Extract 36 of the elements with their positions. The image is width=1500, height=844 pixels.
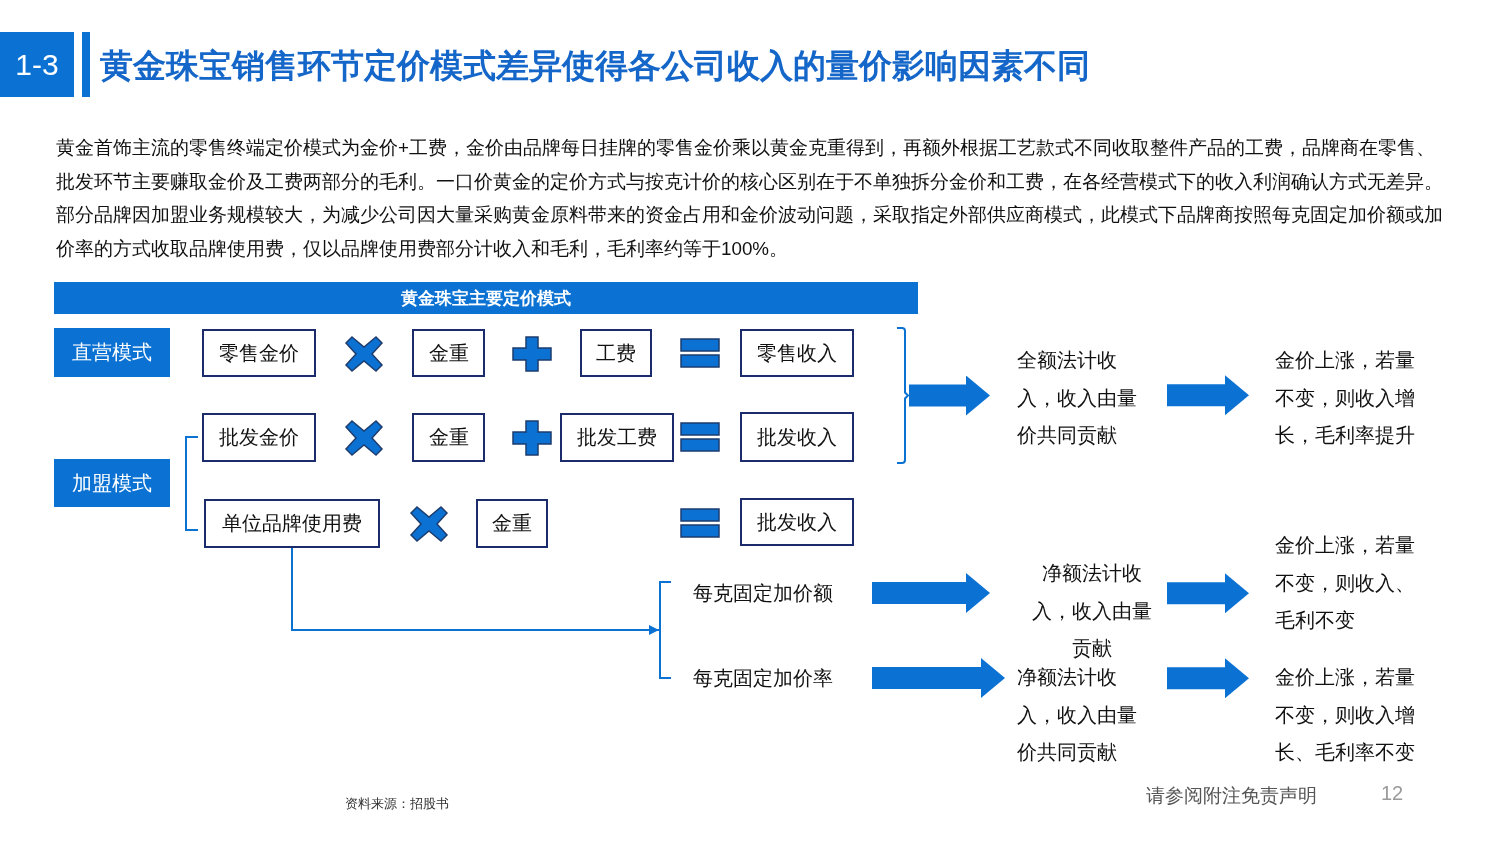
block-arrow — [872, 658, 1005, 698]
term-box: 金重 — [476, 499, 548, 548]
description-text: 金价上涨，若量不变，则收入增长、毛利率不变 — [1275, 659, 1416, 772]
bracket — [659, 581, 671, 679]
arrow — [291, 547, 660, 635]
description-text: 每克固定加价率 — [693, 663, 834, 693]
disclaimer-text: 请参阅附注免责声明 — [1146, 784, 1317, 808]
header-band: 黄金珠宝主要定价模式 — [54, 282, 918, 314]
section-number-badge: 1-3 — [0, 32, 74, 97]
page-number: 12 — [1381, 781, 1404, 805]
category-box: 加盟模式 — [54, 459, 170, 507]
block-arrow — [872, 573, 990, 613]
term-box: 批发收入 — [740, 412, 854, 462]
title: 黄金珠宝销售环节定价模式差异使得各公司收入的量价影响因素不同 — [100, 46, 1090, 86]
source-note: 资料来源：招股书 — [345, 795, 449, 813]
term-box: 零售收入 — [740, 329, 854, 377]
block-arrow — [1167, 573, 1249, 614]
block-arrow — [1167, 375, 1249, 416]
paragraph: 黄金首饰主流的零售终端定价模式为金价+工费，金价由品牌每日挂牌的零售金价乘以黄金克重得到，再额外根据工艺款式不同收取整件产品的工费，品牌商在零售、批发环节主要赚取金价及工费两部分的毛利。一口价黄金的定价方式与按克计价的核心区别在于不单独拆分金价和工费，在各经营模式下的收入利润确认方式无差异。 — [56, 136, 1444, 194]
block-arrow — [1167, 658, 1249, 699]
term-box: 零售金价 — [202, 329, 316, 377]
term-box: 金重 — [412, 329, 485, 377]
block-arrow — [909, 375, 990, 416]
description-text: 金价上涨，若量不变，则收入增长，毛利率提升 — [1275, 342, 1416, 455]
term-box: 工费 — [580, 329, 652, 377]
description-text: 每克固定加价额 — [693, 578, 834, 608]
term-box: 批发金价 — [202, 413, 316, 462]
term-box: 批发工费 — [560, 413, 674, 462]
description-text: 金价上涨，若量不变，则收入、毛利不变 — [1275, 527, 1416, 640]
description-text: 全额法计收入，收入由量价共同贡献 — [1017, 342, 1138, 455]
term-box: 单位品牌使用费 — [204, 499, 380, 548]
term-box: 批发收入 — [740, 498, 854, 546]
bracket — [897, 327, 909, 464]
category-box: 直营模式 — [54, 328, 170, 377]
term-box: 金重 — [412, 413, 485, 462]
paragraph: 部分品牌因加盟业务规模较大，为减少公司因大量采购黄金原料带来的资金占用和金价波动问题，采取指定外部供应商模式，此模式下品牌商按照每克固定加价额或加价率的方式收取品牌使用费，仅以品牌使用费部分计收入和毛利，毛利率约等于100%。 — [56, 203, 1444, 261]
